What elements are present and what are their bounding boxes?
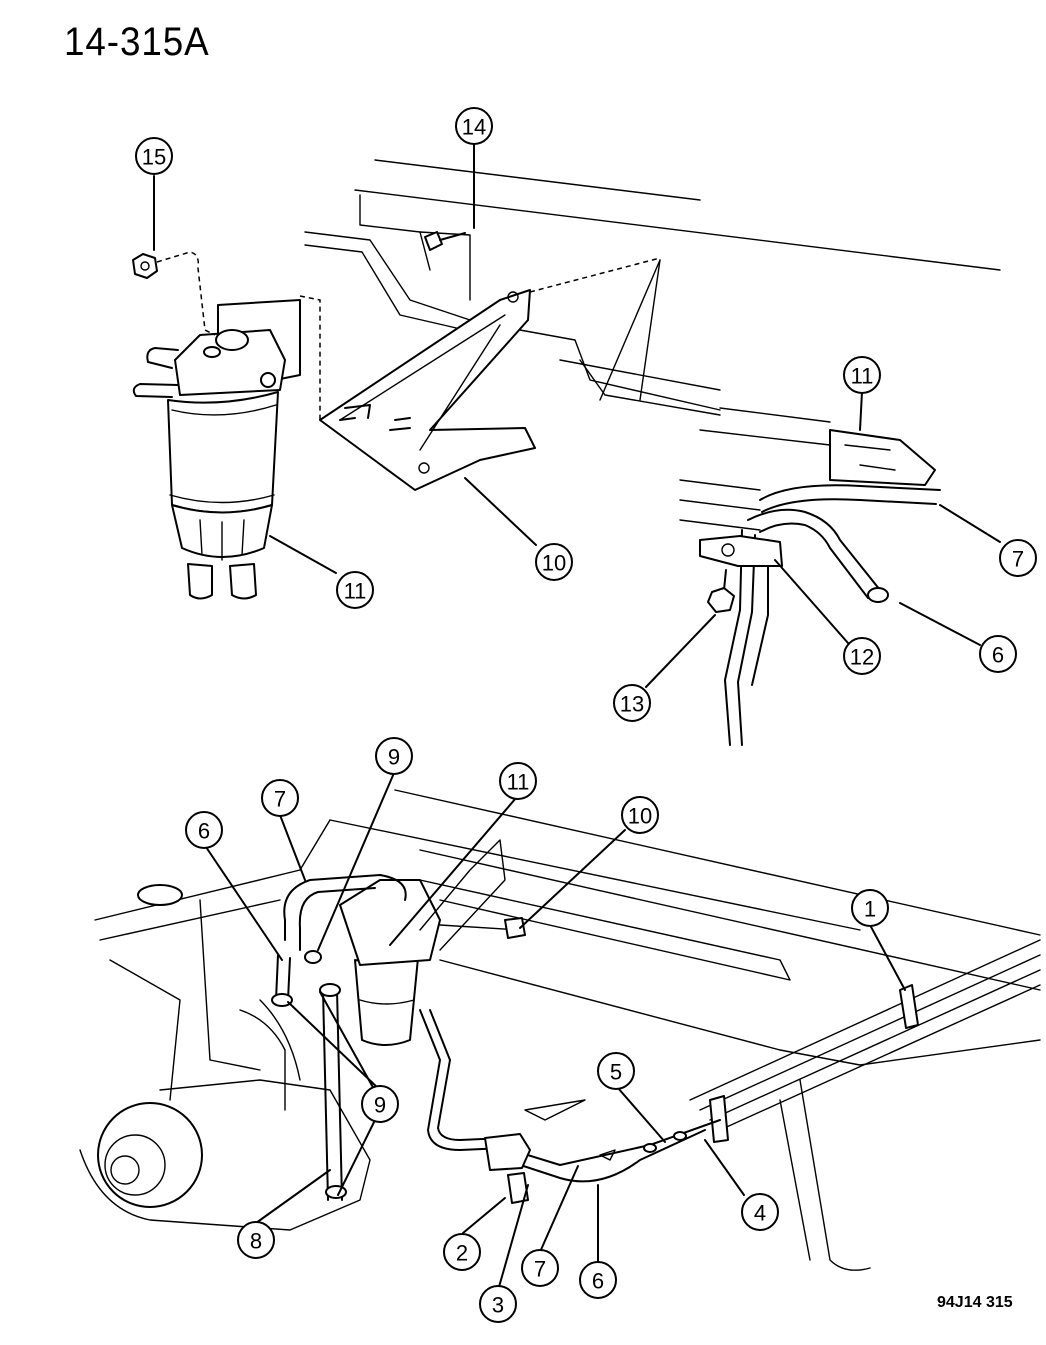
svg-text:5: 5 bbox=[610, 1060, 622, 1085]
svg-text:1: 1 bbox=[864, 897, 876, 922]
svg-text:15: 15 bbox=[142, 145, 166, 170]
callout-7: 7 bbox=[261, 779, 299, 817]
svg-text:2: 2 bbox=[456, 1241, 468, 1266]
svg-text:9: 9 bbox=[374, 1093, 386, 1118]
svg-text:6: 6 bbox=[198, 819, 210, 844]
fuel-filter-assembly bbox=[132, 251, 301, 600]
callouts: 15 14 11 10 11 7 6 12 13 9 7 6 11 10 1 9… bbox=[135, 107, 1037, 1323]
svg-text:10: 10 bbox=[542, 551, 566, 576]
callout-3: 3 bbox=[479, 1285, 517, 1323]
svg-text:6: 6 bbox=[992, 643, 1004, 668]
figure-number: 14-315A bbox=[64, 20, 210, 64]
callout-10: 10 bbox=[621, 796, 659, 834]
svg-text:4: 4 bbox=[754, 1201, 766, 1226]
callout-9: 9 bbox=[375, 737, 413, 775]
callout-4: 4 bbox=[741, 1193, 779, 1231]
svg-text:7: 7 bbox=[1012, 547, 1024, 572]
callout-6: 6 bbox=[579, 1261, 617, 1299]
callout-6: 6 bbox=[979, 635, 1017, 673]
callout-11: 11 bbox=[336, 571, 374, 609]
svg-text:14: 14 bbox=[462, 115, 486, 140]
frame-and-bracket bbox=[299, 159, 1001, 491]
callout-11: 11 bbox=[499, 762, 537, 800]
figure-code: 94J14 315 bbox=[937, 1294, 1013, 1311]
callout-2: 2 bbox=[443, 1233, 481, 1271]
svg-text:9: 9 bbox=[388, 745, 400, 770]
callout-12: 12 bbox=[843, 637, 881, 675]
callout-10: 10 bbox=[535, 543, 573, 581]
callout-6: 6 bbox=[185, 811, 223, 849]
svg-text:13: 13 bbox=[620, 692, 644, 717]
leader-lines bbox=[153, 144, 1001, 1288]
svg-text:11: 11 bbox=[507, 770, 530, 795]
callout-9: 9 bbox=[361, 1085, 399, 1123]
svg-text:11: 11 bbox=[344, 579, 367, 604]
svg-text:8: 8 bbox=[250, 1229, 262, 1254]
svg-text:7: 7 bbox=[534, 1257, 546, 1282]
line-detail bbox=[679, 407, 941, 746]
svg-text:7: 7 bbox=[274, 787, 286, 812]
callout-15: 15 bbox=[135, 137, 173, 175]
callout-8: 8 bbox=[237, 1221, 275, 1259]
svg-text:3: 3 bbox=[492, 1293, 504, 1318]
callout-1: 1 bbox=[851, 889, 889, 927]
callout-7: 7 bbox=[999, 539, 1037, 577]
callout-5: 5 bbox=[597, 1052, 635, 1090]
callout-13: 13 bbox=[613, 684, 651, 722]
vehicle-assembly-view bbox=[79, 789, 1041, 1271]
callout-11: 11 bbox=[843, 356, 881, 394]
svg-text:12: 12 bbox=[850, 645, 874, 670]
svg-text:10: 10 bbox=[628, 804, 652, 829]
svg-text:11: 11 bbox=[851, 364, 874, 389]
callout-7: 7 bbox=[521, 1249, 559, 1287]
callout-14: 14 bbox=[455, 107, 493, 145]
svg-text:6: 6 bbox=[592, 1269, 604, 1294]
